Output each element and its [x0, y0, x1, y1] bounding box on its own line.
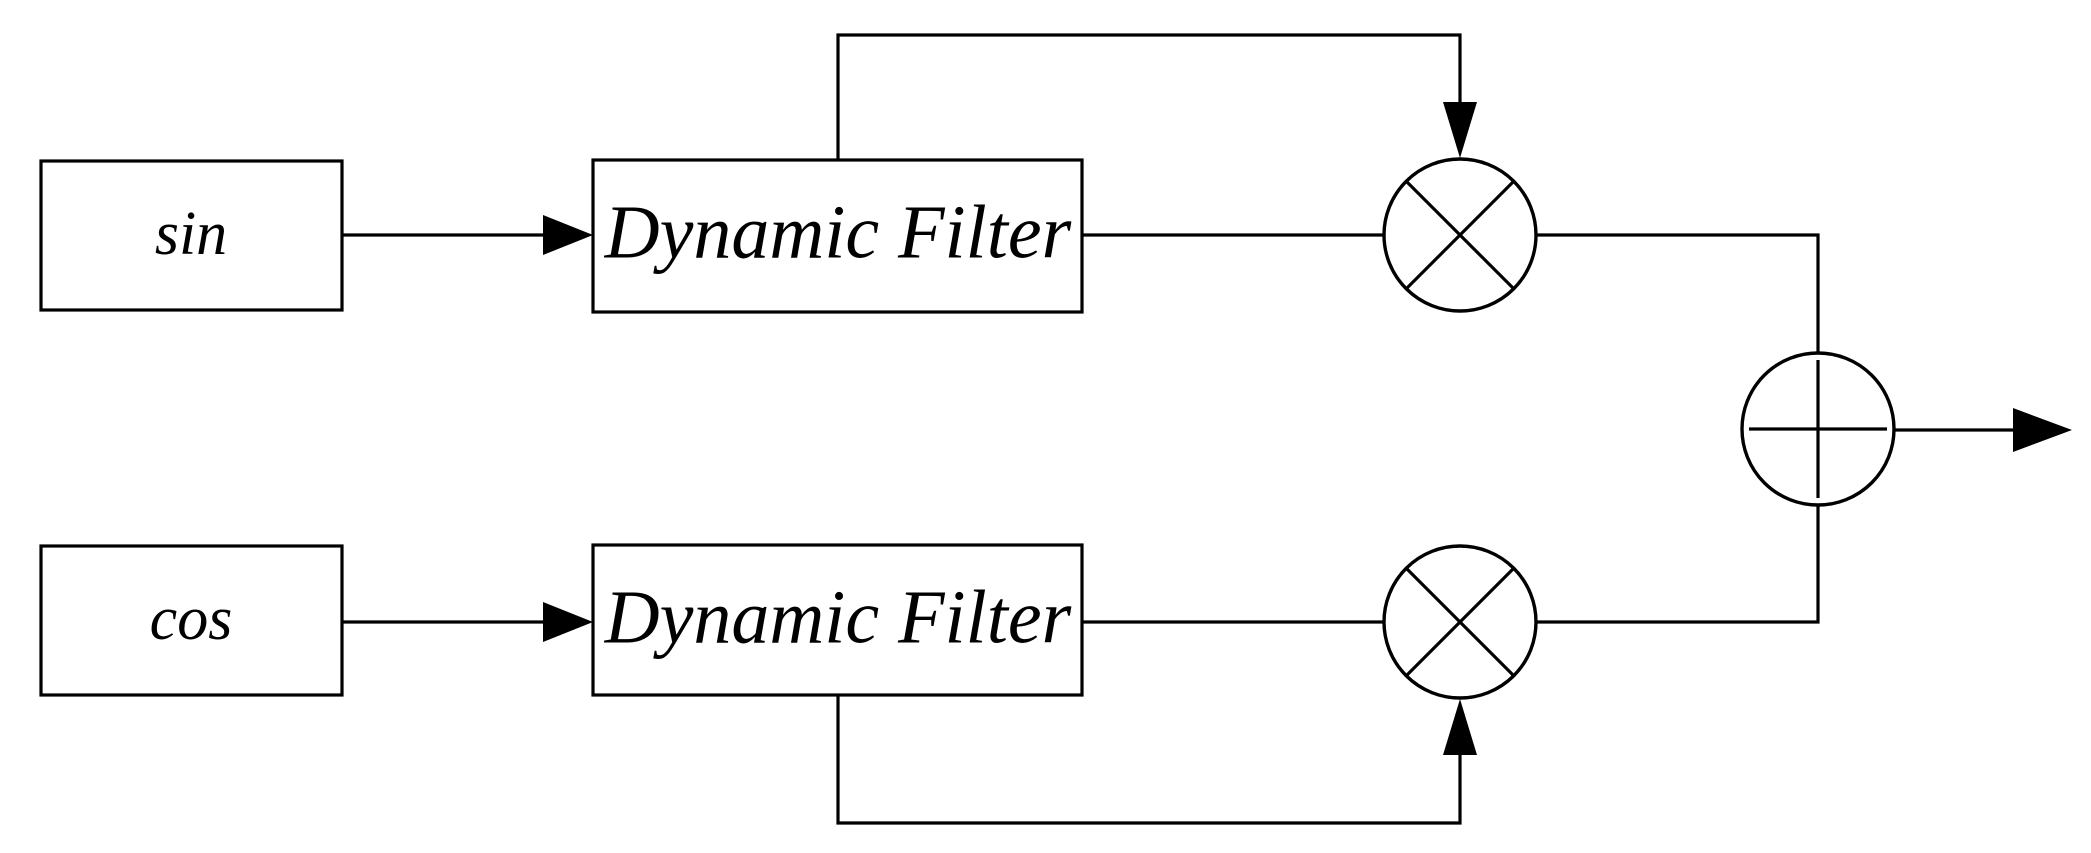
- cos-source-rect: [39, 544, 344, 697]
- dynamic-filter-upper-label: Dynamic Filter: [604, 190, 1072, 274]
- multiplier-lower-to-summer-wire: [1536, 505, 1820, 624]
- multiplier-upper-to-summer-wire: [1536, 233, 1820, 353]
- multiply-operator-upper[interactable]: [1382, 157, 1538, 313]
- multiply-operator-lower[interactable]: [1382, 544, 1538, 700]
- feedback-upper-arrowhead: [1443, 102, 1477, 158]
- dynamic-filter-upper-rect: [591, 158, 1084, 314]
- block-dynamic-filter-upper[interactable]: Dynamic Filter: [591, 158, 1084, 314]
- dynamic-filter-lower-label: Dynamic Filter: [604, 575, 1072, 659]
- sin-to-filter-arrowhead: [543, 215, 593, 255]
- feedback-upper-wire: [836, 33, 1462, 160]
- sum-operator[interactable]: [1740, 351, 1896, 507]
- block-dynamic-filter-lower[interactable]: Dynamic Filter: [591, 543, 1084, 697]
- block-sin-source[interactable]: sin: [39, 159, 344, 312]
- feedback-lower-wire: [836, 695, 1462, 825]
- multiply-icon-stroke-d: [1404, 566, 1516, 678]
- summer-output-arrowhead: [2013, 408, 2072, 452]
- sin-source-rect: [39, 159, 344, 312]
- cos-to-filter-arrowhead: [543, 602, 593, 642]
- sin-source-label: sin: [155, 200, 227, 268]
- feedback-lower-arrowhead: [1443, 699, 1477, 755]
- multiply-icon-stroke-b: [1404, 179, 1516, 291]
- block-cos-source[interactable]: cos: [39, 544, 344, 697]
- dynamic-filter-lower-rect: [591, 543, 1084, 697]
- cos-source-label: cos: [150, 585, 233, 653]
